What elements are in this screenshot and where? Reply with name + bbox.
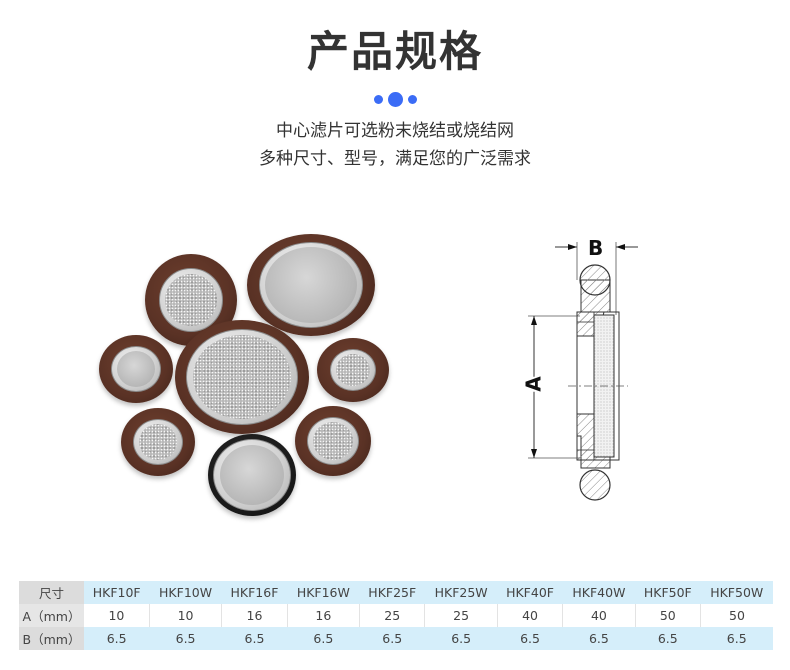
table-header-row: 尺寸 HKF10F HKF10W HKF16F HKF16W HKF25F HK… <box>19 581 773 604</box>
filter-ring <box>99 335 173 403</box>
product-photo <box>95 222 405 522</box>
model-cell: HKF25F <box>359 581 425 604</box>
subtitle-line-1: 中心滤片可选粉末烧结或烧结网 <box>276 121 514 141</box>
dot-icon <box>387 91 403 107</box>
value-cell: 6.5 <box>221 627 288 650</box>
value-cell: 6.5 <box>424 627 498 650</box>
value-cell: 16 <box>221 604 288 627</box>
filter-ring-black <box>208 434 296 516</box>
value-cell: 6.5 <box>359 627 425 650</box>
value-cell: 25 <box>424 604 498 627</box>
filter-ring <box>175 320 309 434</box>
value-cell: 16 <box>287 604 361 627</box>
value-cell: 6.5 <box>700 627 773 650</box>
subtitle-line-2: 多种尺寸、型号，满足您的广泛需求 <box>259 149 531 169</box>
value-cell: 6.5 <box>84 627 150 650</box>
filter-ring <box>145 254 237 346</box>
filter-ring <box>295 406 371 476</box>
dot-icon <box>407 94 417 104</box>
model-cell: HKF25W <box>424 581 498 604</box>
value-cell: 6.5 <box>497 627 563 650</box>
filter-ring <box>121 408 195 476</box>
value-cell: 10 <box>149 604 223 627</box>
header-label-cell: 尺寸 <box>19 581 84 604</box>
model-cell: HKF16W <box>287 581 360 604</box>
filter-ring <box>247 234 375 336</box>
model-cell: HKF10W <box>149 581 222 604</box>
value-cell: 40 <box>497 604 564 627</box>
value-cell: 25 <box>359 604 426 627</box>
value-cell: 50 <box>700 604 773 627</box>
decorative-dots <box>0 90 790 108</box>
table-row: A（mm） 10 10 16 16 25 25 40 40 50 50 <box>19 604 773 627</box>
model-cell: HKF40F <box>497 581 563 604</box>
value-cell: 6.5 <box>287 627 360 650</box>
filter-ring <box>317 338 389 402</box>
dimension-label-a: A <box>521 376 546 392</box>
cross-section-diagram: B A <box>510 230 650 520</box>
dot-icon <box>373 94 383 104</box>
value-cell: 10 <box>84 604 150 627</box>
model-cell: HKF16F <box>221 581 288 604</box>
value-cell: 6.5 <box>562 627 636 650</box>
model-cell: HKF50W <box>700 581 773 604</box>
model-cell: HKF10F <box>84 581 150 604</box>
spec-table: 尺寸 HKF10F HKF10W HKF16F HKF16W HKF25F HK… <box>19 581 773 650</box>
row-label-cell: A（mm） <box>19 604 84 627</box>
value-cell: 50 <box>635 604 701 627</box>
page-title: 产品规格 <box>306 27 483 76</box>
table-row: B（mm） 6.5 6.5 6.5 6.5 6.5 6.5 6.5 6.5 6.… <box>19 627 773 650</box>
dimension-label-b: B <box>588 236 604 260</box>
value-cell: 6.5 <box>149 627 222 650</box>
model-cell: HKF40W <box>562 581 636 604</box>
value-cell: 40 <box>562 604 636 627</box>
value-cell: 6.5 <box>635 627 701 650</box>
row-label-cell: B（mm） <box>19 627 84 650</box>
model-cell: HKF50F <box>635 581 701 604</box>
